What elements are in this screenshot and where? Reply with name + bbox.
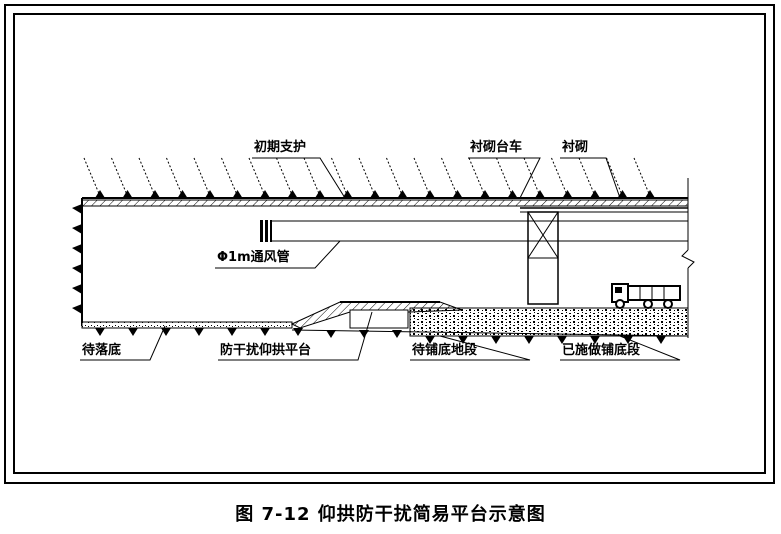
rock-tooth [535,190,545,198]
rock-tooth [562,190,573,198]
floor-tooth [392,330,402,338]
pending-invert-label: 待落底 [82,343,122,358]
invert-platform [290,301,689,337]
tunnel-roof [81,197,689,213]
initial-support-label: 初期支护 [254,140,307,155]
rock-bolt [441,157,458,197]
rock-bolts [83,157,655,198]
pending-invert-floor [81,321,293,329]
floor-tooth [194,328,204,336]
rock-tooth [617,190,628,198]
floor-tooth [557,336,567,344]
floor-tooth [359,330,369,338]
floor-tooth [491,336,501,344]
figure-caption: 图 7-12 仰拱防干扰简易平台示意图 [235,504,546,525]
rock-bolt [111,157,128,197]
rock-bolt [358,157,376,197]
lining-trolley-label: 衬砌台车 [470,140,523,155]
lining-trolley [527,211,559,305]
rock-tooth [287,190,298,198]
rock-bolt [248,157,266,197]
rock-bolt [138,157,156,197]
tunnel-face [72,198,83,326]
rock-bolt [386,157,403,197]
rock-tooth [122,190,133,198]
rock-tooth [232,190,243,198]
rock-tooth [205,190,215,198]
floor-tooth [260,328,270,336]
rock-bolt [276,157,293,197]
dump-truck-icon [611,283,681,309]
rock-bolt [331,157,348,197]
rock-tooth [452,190,463,198]
rock-tooth [370,190,380,198]
floor-tooth [458,336,468,344]
rock-bolt [606,157,623,197]
inner-frame [13,13,766,474]
floor-rock-teeth [95,328,666,344]
rock-bolt [413,157,431,197]
rock-tooth [645,190,655,198]
completed-paving-label: 已施做铺底段 [562,343,641,358]
rock-tooth [507,190,518,198]
floor-tooth [524,336,534,344]
paved-floor [409,307,689,337]
rock-bolt [468,157,486,197]
rock-bolt [496,157,513,197]
rock-tooth [590,190,600,198]
floor-tooth [128,328,138,336]
ventilation-duct-label: Φ1m通风管 [217,250,290,265]
pending-paving-label: 待铺底地段 [412,343,478,358]
rock-bolt [166,157,183,197]
platform-label: 防干扰仰拱平台 [220,343,312,358]
rock-bolt [551,157,568,197]
leader-lines [80,157,681,361]
rock-tooth [315,190,325,198]
floor-tooth [227,328,237,336]
rock-bolt [221,157,238,197]
rock-bolt [523,157,541,197]
floor-tooth [425,336,435,344]
rock-tooth [260,190,270,198]
floor-tooth [656,336,666,344]
floor-tooth [293,328,303,336]
floor-tooth [590,336,600,344]
rock-bolt [633,157,651,197]
rock-bolt [193,157,211,197]
rock-bolt [578,157,596,197]
rock-tooth [397,190,408,198]
outer-frame [4,4,775,484]
rock-tooth [425,190,435,198]
floor-tooth [95,328,105,336]
rock-tooth [95,190,105,198]
rock-tooth [342,190,353,198]
ventilation-duct [260,220,688,242]
lining-label: 衬砌 [562,140,589,155]
rock-tooth [150,190,160,198]
rock-bolt [83,157,101,197]
rock-tooth [480,190,490,198]
floor-tooth [326,330,336,338]
rock-bolt [303,157,321,197]
rock-tooth [177,190,188,198]
